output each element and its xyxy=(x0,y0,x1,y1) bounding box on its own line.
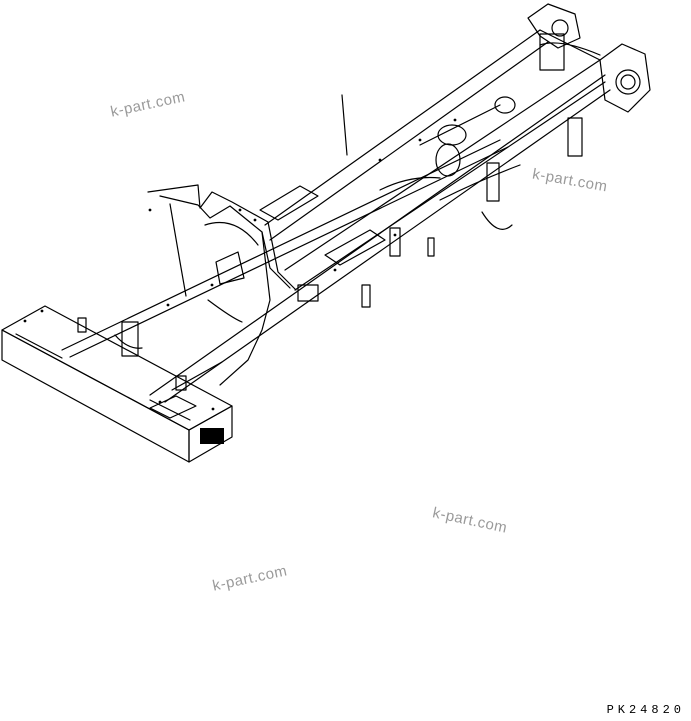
rear-pivot-lower xyxy=(567,43,651,157)
front-bumper-beam xyxy=(1,305,233,463)
left-side-rail xyxy=(61,74,611,403)
cross-tubes xyxy=(379,96,521,201)
front-crossmember xyxy=(147,184,297,386)
bolt-holes xyxy=(23,118,457,411)
brackets xyxy=(77,162,513,391)
drawing-code: PK24820 xyxy=(606,703,685,717)
leader-line xyxy=(341,94,348,156)
rear-pivot-upper xyxy=(527,3,601,71)
right-side-rail xyxy=(264,29,606,291)
